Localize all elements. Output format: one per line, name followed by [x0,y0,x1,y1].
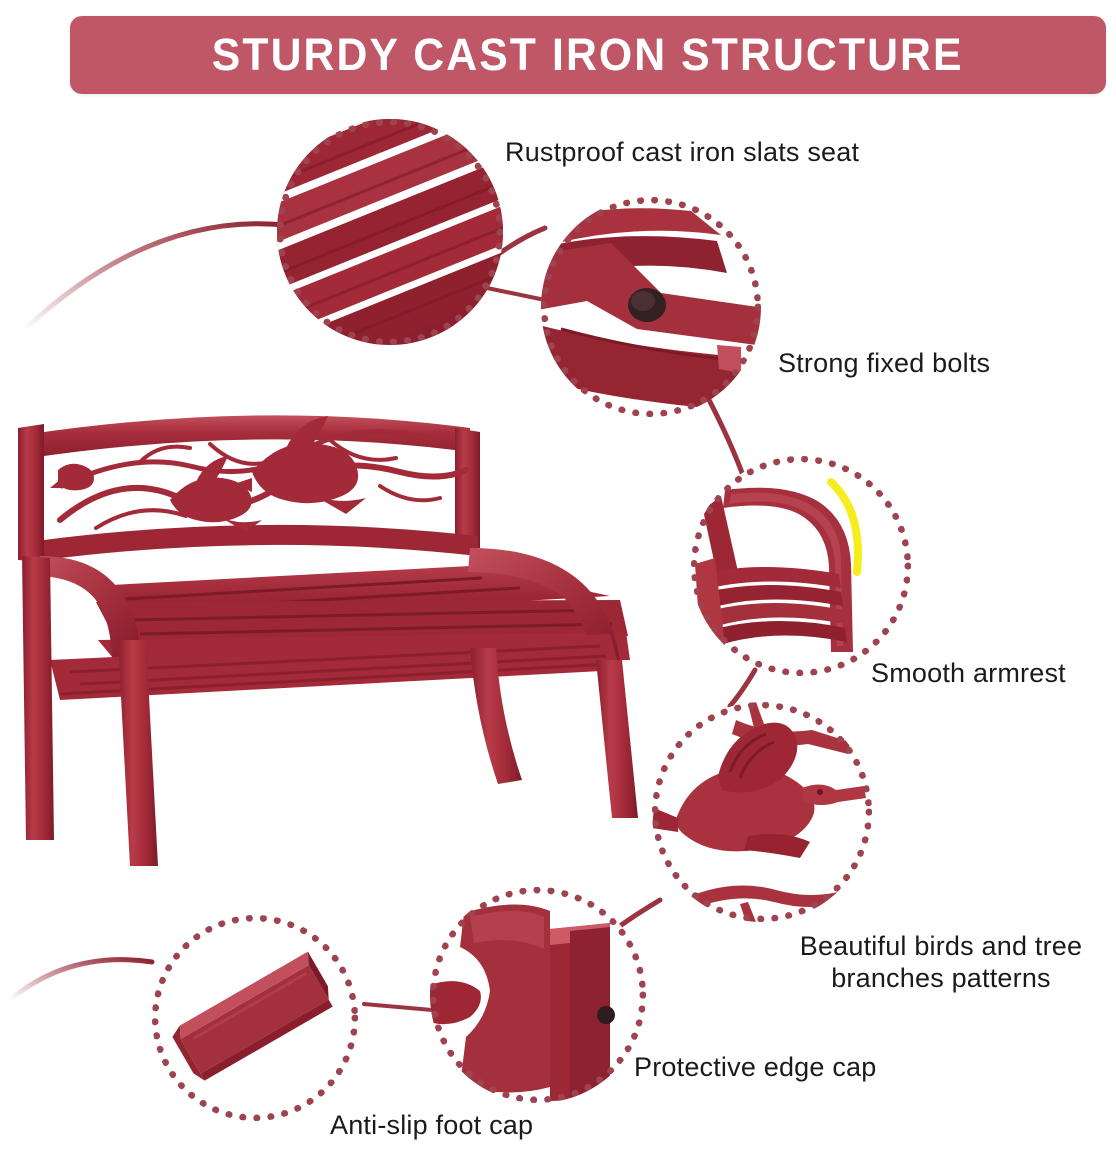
callout-label-edge-cap: Protective edge cap [634,1052,877,1082]
connector-bolts-to-armrest [703,391,747,481]
connector-armrest-to-birds [727,667,758,709]
callout-label-birds-branches: Beautiful birds and tree branches patter… [799,931,1083,993]
leg-rear-left [22,556,54,840]
callout-birds-branches-image [652,702,872,922]
connector-bench-to-footcap [7,957,155,1003]
callout-label-smooth-armrest: Smooth armrest [871,658,1066,688]
callout-foot-cap [152,915,358,1121]
backrest-right-post [455,428,480,548]
callout-smooth-armrest [691,456,911,676]
page-title: STURDY CAST IRON STRUCTURE [212,29,964,80]
backrest-left-post [18,424,44,562]
callout-birds-branches [652,702,872,922]
connector-bench-to-slats [21,221,288,333]
callout-edge-cap-image [430,887,646,1103]
lower-shelf [50,634,620,700]
connector-edgecap-to-footcap [362,1002,434,1012]
bird-branch-pattern-panel [50,416,469,532]
leg-rear-right [470,648,522,784]
backrest-top-rail [30,415,470,458]
armrest-right [468,548,620,666]
header-banner: STURDY CAST IRON STRUCTURE [70,16,1106,94]
callout-fixed-bolts [541,197,761,417]
leg-front-left [118,640,158,866]
callout-slats-seat [277,119,503,345]
callout-slats-seat-image [277,119,503,345]
leg-front-right [596,660,638,818]
seat-slat-1 [92,566,610,622]
seat-front-edge [98,632,630,664]
callout-label-fixed-bolts: Strong fixed bolts [778,348,991,378]
bench-legs-and-shelf [22,556,638,866]
callout-label-foot-cap: Anti-slip foot cap [330,1110,534,1140]
callout-label-slats-seat: Rustproof cast iron slats seat [505,137,860,167]
seat-slat-block [96,600,628,648]
backrest-bottom-rail [44,524,478,560]
bench-seat-and-arms [34,548,630,666]
callout-foot-cap-image [152,915,358,1121]
callout-edge-cap [430,887,646,1103]
bench-backrest-frame [18,415,480,562]
callout-smooth-armrest-image [691,456,911,676]
edge-cap-bolt [597,1006,615,1024]
armrest-left [34,556,141,664]
callout-fixed-bolts-image [541,197,761,417]
connector-slats-to-bolts-b [485,286,547,302]
